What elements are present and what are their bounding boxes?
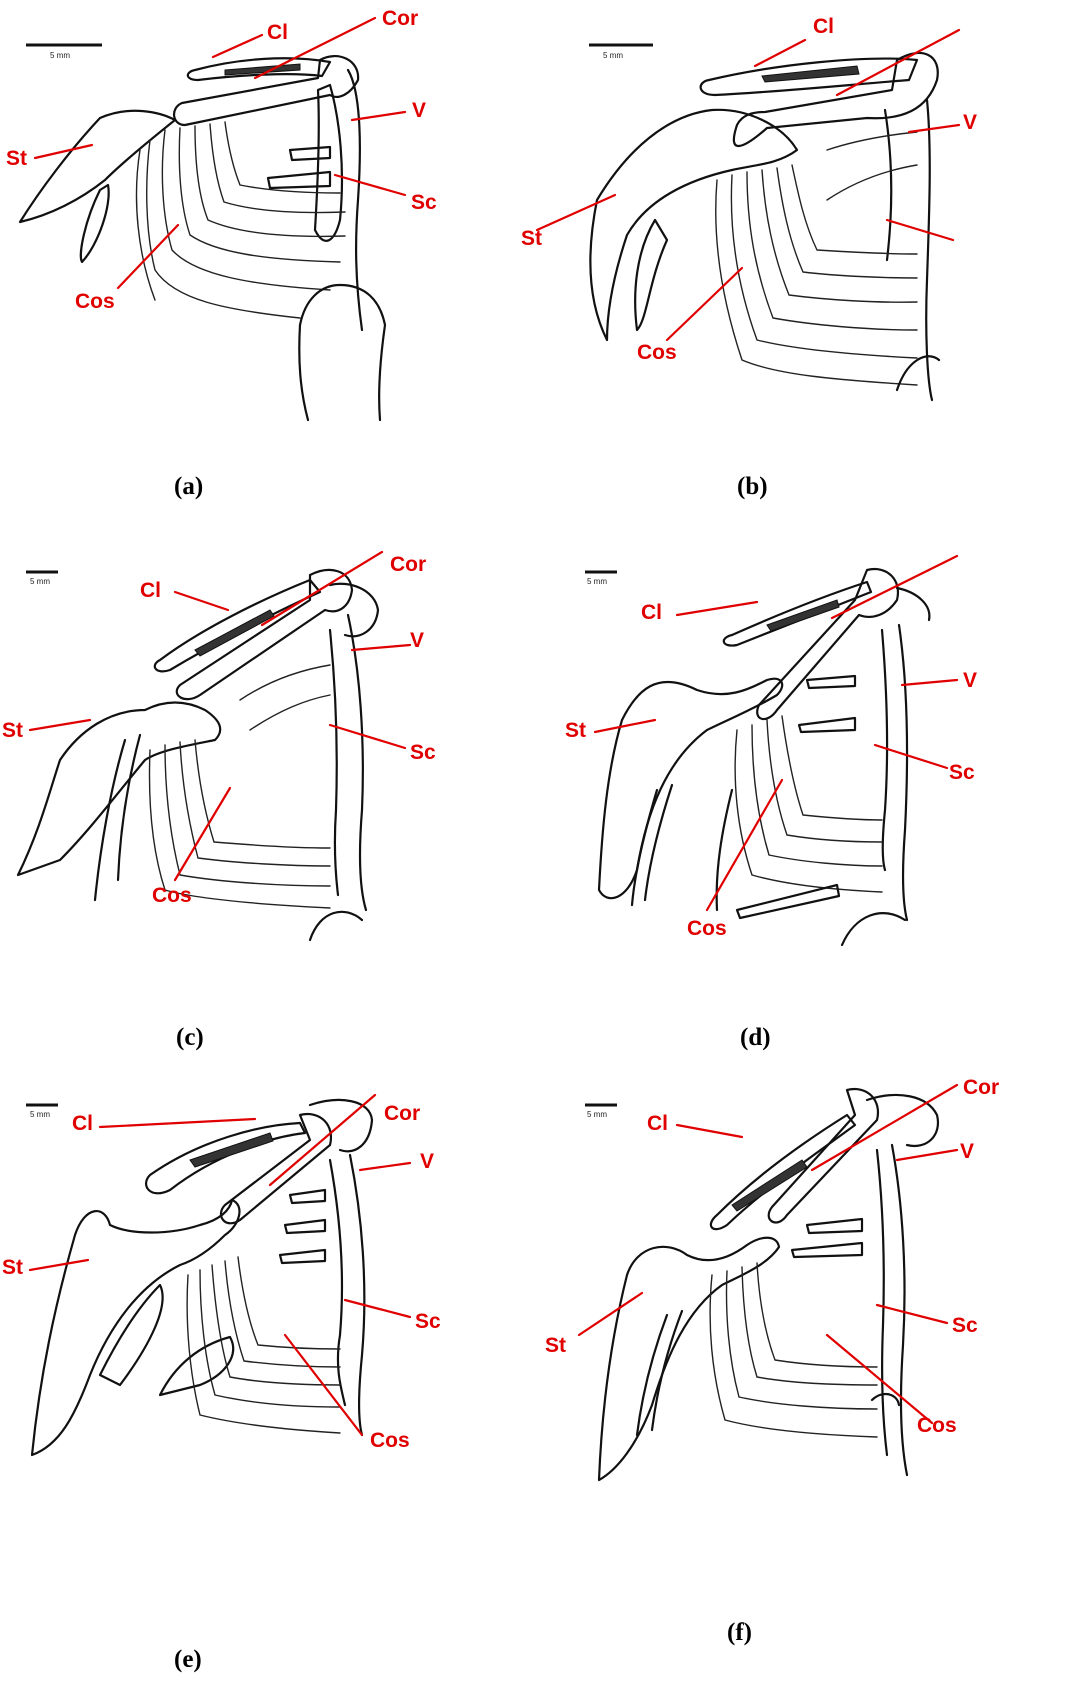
label-v: V <box>963 112 977 133</box>
label-st: St <box>521 228 542 249</box>
label-sc: Sc <box>952 1315 978 1336</box>
panel-b: 5 mm Cl V St Cos (b) <box>537 0 1075 530</box>
panel-f-drawing <box>537 1075 1075 1685</box>
label-cl: Cl <box>813 16 834 37</box>
label-sc: Sc <box>410 742 436 763</box>
panel-d-drawing <box>537 530 1075 1075</box>
label-sc: Sc <box>411 192 437 213</box>
label-v: V <box>420 1151 434 1172</box>
panel-caption: (f) <box>727 1620 752 1645</box>
label-v: V <box>412 100 426 121</box>
panel-d: 5 mm Cl V St Sc Cos (d) <box>537 530 1075 1075</box>
label-cor: Cor <box>963 1077 999 1098</box>
panel-a-drawing <box>0 0 537 530</box>
label-cos: Cos <box>687 918 727 939</box>
label-st: St <box>6 148 27 169</box>
label-cl: Cl <box>641 602 662 623</box>
label-cor: Cor <box>384 1103 420 1124</box>
label-v: V <box>410 630 424 651</box>
label-cos: Cos <box>917 1415 957 1436</box>
panel-f: 5 mm Cl Cor V St Sc Cos (f) <box>537 1075 1075 1685</box>
scale-label: 5 mm <box>603 52 623 60</box>
panel-caption: (b) <box>737 474 768 499</box>
panel-a: 5 mm Cl Cor V St Sc Cos (a) <box>0 0 537 530</box>
panel-caption: (a) <box>174 474 203 499</box>
label-cos: Cos <box>637 342 677 363</box>
panel-caption: (c) <box>176 1025 204 1050</box>
scale-label: 5 mm <box>30 1111 50 1119</box>
label-st: St <box>2 1257 23 1278</box>
panel-e-drawing <box>0 1075 537 1685</box>
label-v: V <box>960 1141 974 1162</box>
label-cor: Cor <box>390 554 426 575</box>
panel-caption: (d) <box>740 1025 771 1050</box>
panel-b-drawing <box>537 0 1075 530</box>
label-v: V <box>963 670 977 691</box>
label-cl: Cl <box>647 1113 668 1134</box>
label-sc: Sc <box>415 1311 441 1332</box>
label-sc: Sc <box>949 762 975 783</box>
panel-c-drawing <box>0 530 537 1075</box>
label-cl: Cl <box>140 580 161 601</box>
scale-label: 5 mm <box>30 578 50 586</box>
label-cor: Cor <box>382 8 418 29</box>
panel-caption: (e) <box>174 1647 202 1672</box>
scale-label: 5 mm <box>587 1111 607 1119</box>
label-st: St <box>2 720 23 741</box>
label-st: St <box>545 1335 566 1356</box>
panel-e: 5 mm Cl Cor V St Sc Cos (e) <box>0 1075 537 1685</box>
label-st: St <box>565 720 586 741</box>
label-cos: Cos <box>152 885 192 906</box>
scale-label: 5 mm <box>50 52 70 60</box>
label-cos: Cos <box>370 1430 410 1451</box>
label-cl: Cl <box>72 1113 93 1134</box>
panel-c: 5 mm Cl Cor V St Sc Cos (c) <box>0 530 537 1075</box>
label-cl: Cl <box>267 22 288 43</box>
scale-label: 5 mm <box>587 578 607 586</box>
label-cos: Cos <box>75 291 115 312</box>
